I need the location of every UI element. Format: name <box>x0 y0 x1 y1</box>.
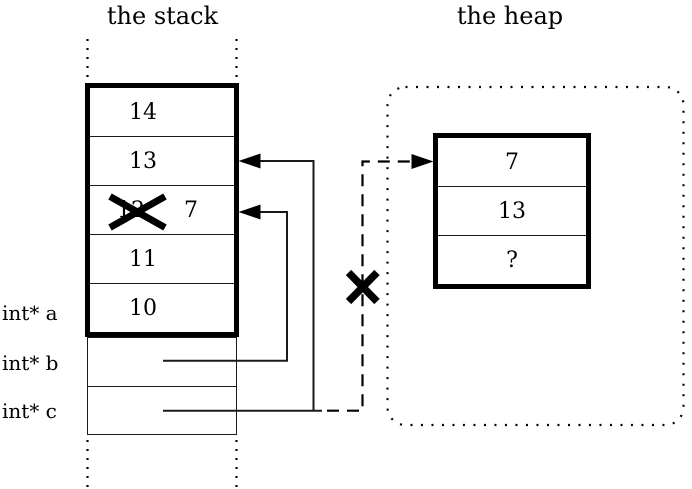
replacement-value: 7 <box>184 197 198 223</box>
stack-title: the stack <box>106 2 219 30</box>
stack-row-12-overwritten: 12 7 <box>90 186 234 235</box>
heap-value-unknown: ? <box>506 247 518 273</box>
stack-value-14: 14 <box>129 99 157 125</box>
x-mark-icon-dangling-pointer <box>345 269 380 305</box>
heap-title: the heap <box>456 2 564 30</box>
stack-pointer-cells <box>87 337 237 435</box>
heap-row-7: 7 <box>438 138 586 187</box>
heap-row-13: 13 <box>438 187 586 236</box>
pointer-cell-b <box>88 338 236 387</box>
dangling-pointer-dashed-line <box>327 160 411 412</box>
label-int-b: int* b <box>2 351 59 375</box>
crossed-out-value: 12 <box>117 197 145 223</box>
heap-value-7: 7 <box>505 149 519 175</box>
label-int-c: int* c <box>2 399 57 423</box>
pointer-cell-c <box>88 387 236 435</box>
heap-value-13: 13 <box>498 198 526 224</box>
stack-value-11: 11 <box>129 246 157 272</box>
stack-frame-box: 14 13 12 7 11 10 <box>85 83 239 337</box>
heap-block-box: 7 13 ? <box>433 133 591 289</box>
right-arrowhead-icon-heap <box>411 154 434 169</box>
label-int-a: int* a <box>2 301 58 325</box>
stack-row-14: 14 <box>90 88 234 137</box>
heap-row-unknown: ? <box>438 236 586 284</box>
stack-value-10: 10 <box>129 295 157 321</box>
left-arrowhead-icon-b <box>238 204 261 220</box>
stack-value-13: 13 <box>129 148 157 174</box>
stack-row-11: 11 <box>90 235 234 284</box>
stack-row-10: 10 <box>90 284 234 332</box>
stack-row-13: 13 <box>90 137 234 186</box>
left-arrowhead-icon-c <box>238 153 261 169</box>
